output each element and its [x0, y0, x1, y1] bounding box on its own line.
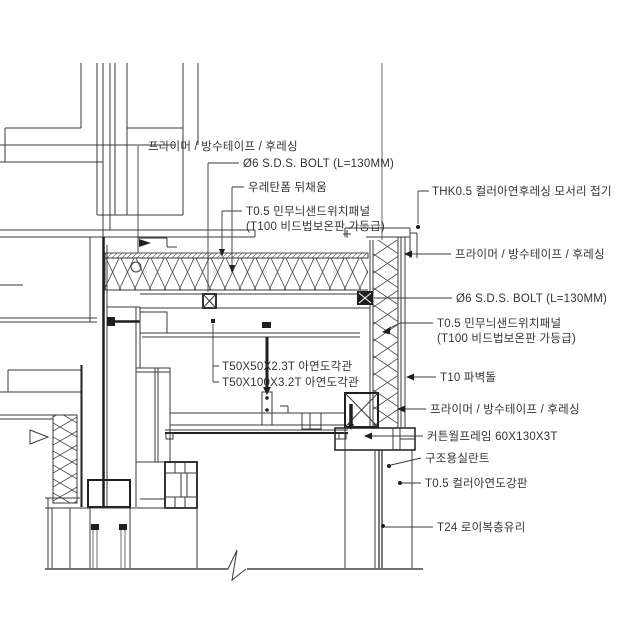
label-square-tube-100: T50X100X3.2T 아연도각관 — [222, 376, 359, 389]
leader-lines — [137, 146, 452, 528]
label-color-steel-sheet: T0.5 컬러아연도강판 — [425, 477, 528, 490]
ceiling-band — [165, 412, 348, 440]
label-primer-right: 프라이머 / 방수테이프 / 후레싱 — [455, 248, 605, 261]
curtainwall-head-tube — [344, 392, 379, 430]
label-lowe-glass: T24 로이복층유리 — [437, 521, 526, 534]
wall-sds-bolt — [357, 291, 373, 305]
column-and-left-wall — [0, 237, 271, 507]
label-corner-flashing: THK0.5 컬러아연후레싱 모서리 접기 — [432, 185, 612, 198]
label-primer-lower: 프라이머 / 방수테이프 / 후레싱 — [430, 403, 580, 416]
label-bolt-top: Ø6 S.D.S. BOLT (L=130MM) — [243, 158, 394, 170]
label-sandwich-panel-top-2: (T100 비드법보온판 가등급) — [246, 220, 385, 233]
label-curtainwall-frame: 커튼월프레임 60X130X3T — [427, 430, 558, 443]
label-square-tube-50: T50X50X2.3T 아연도각관 — [222, 360, 352, 373]
label-primer-top: 프라이머 / 방수테이프 / 후레싱 — [148, 140, 298, 153]
upper-wall-plan — [0, 63, 256, 286]
base-pedestal — [45, 507, 198, 568]
label-sandwich-panel-right-1: T0.5 민무늬샌드위치패널 — [437, 317, 561, 330]
glazing-lines — [378, 450, 383, 568]
label-structural-sealant: 구조용실란트 — [425, 452, 490, 465]
callout-labels: 프라이머 / 방수테이프 / 후레싱 Ø6 S.D.S. BOLT (L=130… — [148, 140, 612, 534]
ground-line — [45, 549, 423, 582]
label-brick-tile: T10 파벽돌 — [440, 371, 496, 384]
sds-bolt-channel — [202, 293, 217, 309]
label-sandwich-panel-right-2: (T100 비드법보온판 가등급) — [437, 332, 576, 345]
anchor-bolt-head — [107, 317, 115, 326]
label-urethane-foam: 우레탄폼 뒤채움 — [248, 181, 327, 194]
label-sandwich-panel-top-1: T0.5 민무늬샌드위치패널 — [246, 205, 370, 218]
roof-sandwich-panel — [104, 237, 370, 338]
curtainwall-frame — [334, 427, 416, 568]
left-insulation-strip — [0, 414, 80, 568]
label-bolt-right: Ø6 S.D.S. BOLT (L=130MM) — [456, 293, 607, 305]
